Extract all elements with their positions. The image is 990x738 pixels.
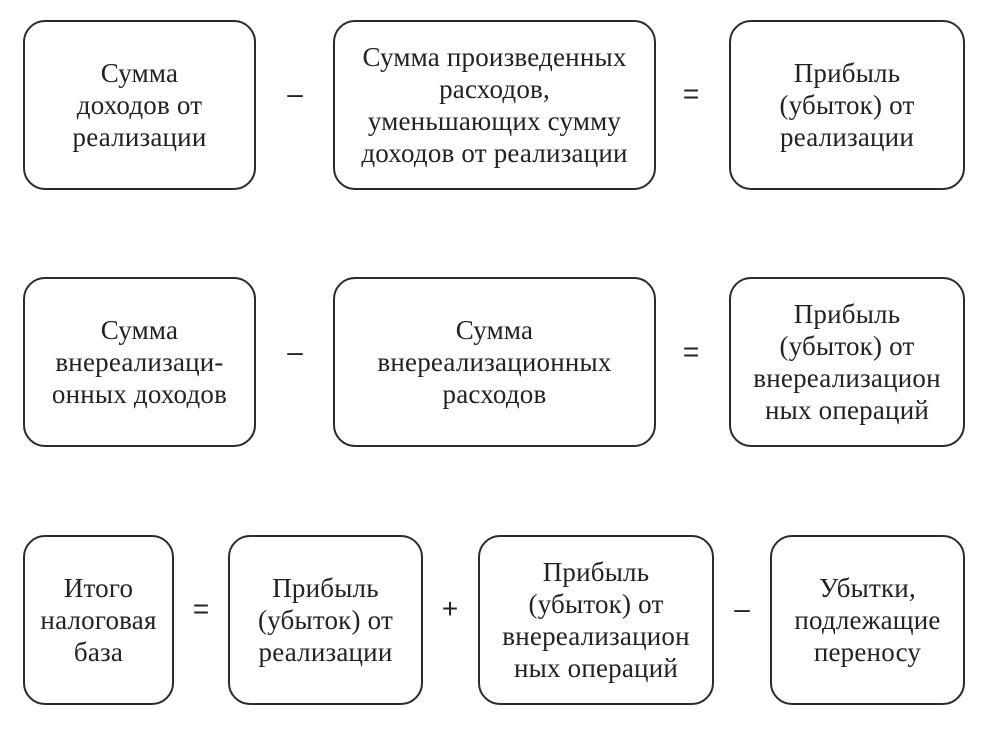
box-label: Прибыль (убыток) от реализации (258, 573, 393, 667)
box-label: Итого налоговая база (40, 573, 157, 667)
box-label: Сумма доходов от реализации (72, 58, 207, 152)
box-label: Сумма внереализаци- онных доходов (51, 315, 228, 409)
box-profit-from-sales: Прибыль (убыток) от реализации (729, 20, 965, 190)
box-losses-carried-forward: Убытки, подлежащие переносу (770, 535, 965, 705)
box-label: Убытки, подлежащие переносу (794, 573, 941, 667)
box-total-tax-base: Итого налоговая база (23, 535, 174, 705)
minus-operator: – (287, 336, 303, 367)
box-profit-non-operating: Прибыль (убыток) от внереализацион ных о… (729, 277, 965, 447)
box-profit-non-operating-total: Прибыль (убыток) от внереализацион ных о… (478, 535, 714, 705)
equals-operator: = (682, 78, 700, 109)
plus-operator: + (441, 593, 459, 624)
equals-operator: = (682, 336, 700, 367)
box-non-operating-income: Сумма внереализаци- онных доходов (23, 277, 256, 447)
box-revenue-from-sales: Сумма доходов от реализации (23, 20, 256, 190)
minus-operator: – (734, 593, 750, 624)
box-non-operating-expenses: Сумма внереализационных расходов (333, 277, 656, 447)
box-label: Прибыль (убыток) от внереализацион ных о… (753, 299, 941, 425)
box-label: Сумма произведенных расходов, уменьшающи… (361, 42, 628, 168)
box-expenses-reducing-revenue: Сумма произведенных расходов, уменьшающи… (333, 20, 656, 190)
box-label: Прибыль (убыток) от внереализацион ных о… (502, 557, 690, 683)
box-label: Сумма внереализационных расходов (377, 315, 612, 409)
minus-operator: – (287, 78, 303, 109)
box-profit-from-sales-total: Прибыль (убыток) от реализации (228, 535, 423, 705)
box-label: Прибыль (убыток) от реализации (779, 58, 915, 152)
equals-operator: = (192, 593, 210, 624)
